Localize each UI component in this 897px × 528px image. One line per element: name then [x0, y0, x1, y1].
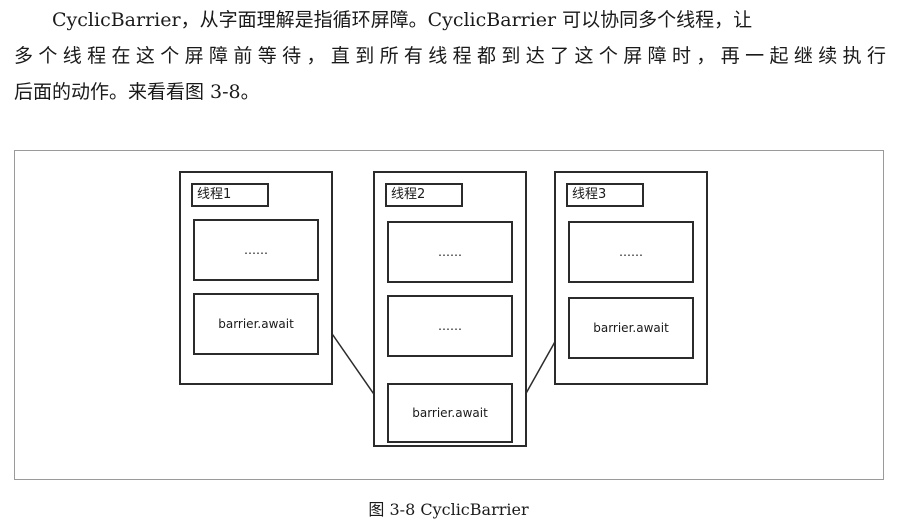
thread-1-label: 线程1	[191, 183, 269, 207]
thread-1-step-1: ……	[193, 219, 319, 281]
thread-2-box: 线程2 …… …… barrier.await	[373, 171, 527, 447]
thread-2-label: 线程2	[385, 183, 463, 207]
intro-line-1: CyclicBarrier，从字面理解是指循环屏障。CyclicBarrier …	[52, 9, 753, 31]
thread-3-barrier-await: barrier.await	[568, 297, 694, 359]
intro-line-3: 后面的动作。来看看图 3-8。	[14, 81, 260, 103]
figure-caption: 图 3-8 CyclicBarrier	[368, 500, 529, 519]
cyclic-barrier-diagram: 线程1 …… barrier.await 线程2 …… …… barrier.a…	[14, 150, 884, 480]
intro-paragraph: CyclicBarrier，从字面理解是指循环屏障。CyclicBarrier …	[14, 2, 886, 110]
thread-1-barrier-await: barrier.await	[193, 293, 319, 355]
thread-1-box: 线程1 …… barrier.await	[179, 171, 333, 385]
intro-line-2: 多个线程在这个屏障前等待，直到所有线程都到达了这个屏障时，再一起继续执行	[14, 45, 886, 67]
thread-3-step-1: ……	[568, 221, 694, 283]
thread-3-label: 线程3	[566, 183, 644, 207]
thread-3-box: 线程3 …… barrier.await	[554, 171, 708, 385]
thread-2-step-2: ……	[387, 295, 513, 357]
thread-2-step-1: ……	[387, 221, 513, 283]
thread-2-barrier-await: barrier.await	[387, 383, 513, 443]
